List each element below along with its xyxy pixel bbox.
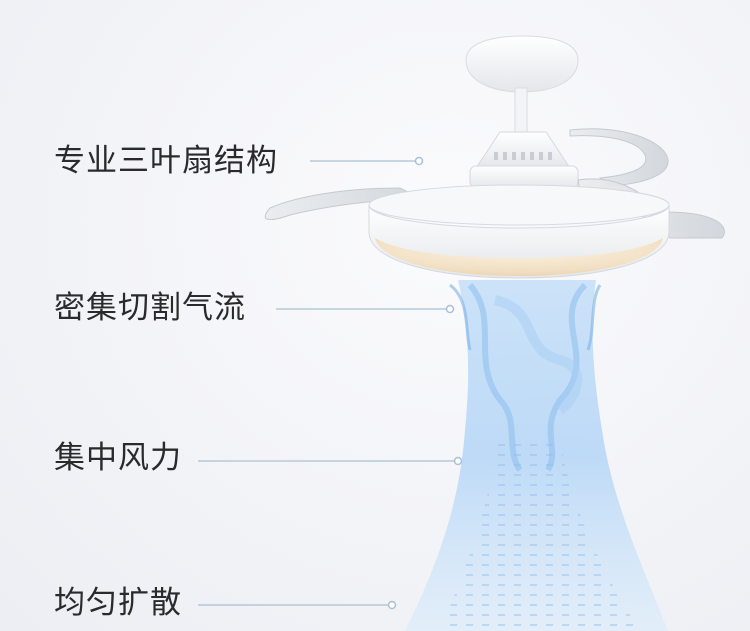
leader-lines [198,160,455,606]
airflow-column [405,280,668,631]
feature-label-concentrated-wind: 集中风力 [54,440,182,476]
feature-label-even-diffusion: 均匀扩散 [54,585,182,621]
feature-label-three-blade-structure: 专业三叶扇结构 [54,143,278,179]
feature-label-dense-airflow-cutting: 密集切割气流 [54,290,246,326]
motor-housing [469,131,579,189]
leader-line-dots [387,156,463,610]
ceiling-canopy [465,35,579,137]
lamp-disc [368,184,670,279]
